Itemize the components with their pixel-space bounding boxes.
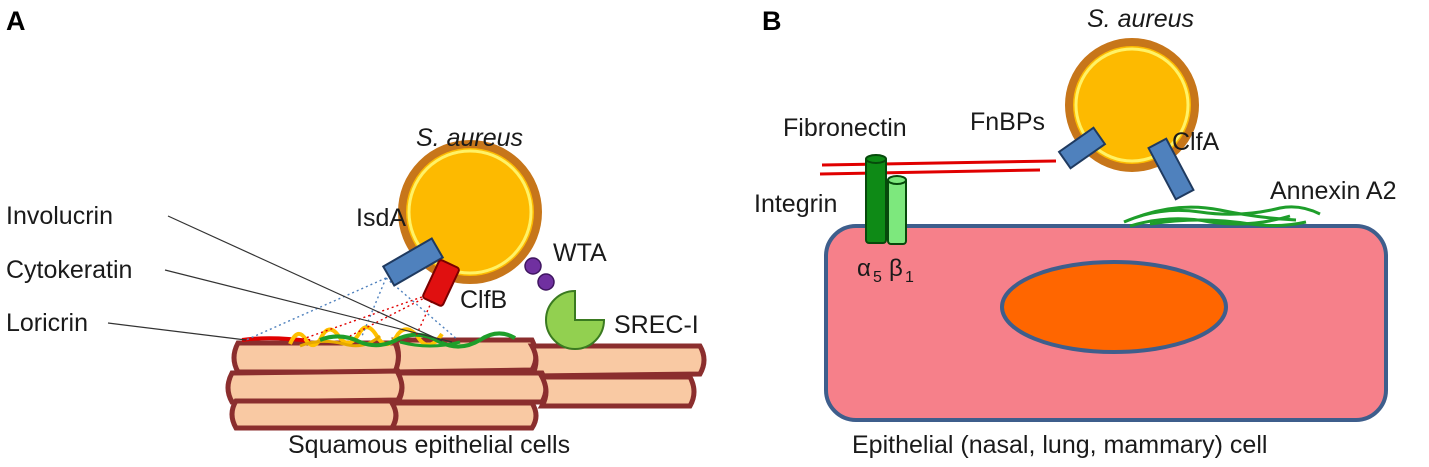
involucrin-strand (319, 331, 517, 349)
integrin-alpha5 (865, 156, 887, 244)
integrin-beta1 (887, 177, 907, 245)
integrin-beta1-top (887, 175, 907, 185)
fnbps-receptor (1057, 126, 1107, 170)
involucrin-strand (399, 340, 461, 348)
srec-i-receptor (545, 289, 606, 350)
wta-molecule (524, 257, 555, 291)
squamous-cell (537, 374, 697, 409)
isda-label: IsdA (356, 204, 406, 232)
fibronectin-label: Fibronectin (783, 114, 907, 142)
cytokeratin-label: Cytokeratin (6, 256, 132, 284)
squamous-cell (231, 340, 401, 375)
loricrin-label: Loricrin (6, 309, 88, 337)
srec-i-label: SREC-I (614, 311, 699, 339)
squamous-cells (225, 337, 707, 431)
annexin-a2-strands (1123, 205, 1321, 228)
alpha-subscript: 5 (873, 269, 882, 286)
label-leaders (107, 215, 453, 343)
clfa-receptor (1147, 137, 1195, 201)
integrin-label: Integrin (754, 190, 837, 218)
fibronectin-strands (819, 159, 1057, 176)
involucrin-label: Involucrin (6, 202, 113, 230)
annexin-a2-label: Annexin A2 (1270, 177, 1397, 205)
nucleus (1000, 260, 1228, 354)
beta-symbol: β (889, 255, 903, 282)
integrin-subunit-labels: α 5 β 1 (857, 255, 914, 286)
clfa-label: ClfA (1172, 128, 1220, 156)
squamous-cell (225, 368, 405, 405)
beta-subscript: 1 (905, 269, 914, 286)
wta-label: WTA (553, 239, 607, 267)
s-aureus-label-b: S. aureus (1087, 5, 1194, 33)
clfb-label: ClfB (460, 286, 507, 314)
squamous-cell (393, 370, 549, 405)
panel-a-caption: Squamous epithelial cells (288, 431, 570, 459)
clfb-receptor (422, 259, 460, 307)
cytokeratin-strand (299, 334, 381, 348)
panel-a-letter: A (6, 6, 26, 36)
interaction-lines (245, 277, 459, 341)
squamous-cell (229, 398, 399, 431)
integrin-alpha5-top (865, 154, 887, 164)
fnbps-label: FnBPs (970, 108, 1045, 136)
squamous-cell (387, 400, 539, 431)
panel-b-letter: B (762, 6, 782, 36)
alpha-symbol: α (857, 255, 871, 282)
isda-receptor (381, 237, 445, 287)
panel-b-caption: Epithelial (nasal, lung, mammary) cell (852, 431, 1267, 459)
squamous-cell (527, 343, 707, 379)
s-aureus-label-a: S. aureus (416, 124, 523, 152)
